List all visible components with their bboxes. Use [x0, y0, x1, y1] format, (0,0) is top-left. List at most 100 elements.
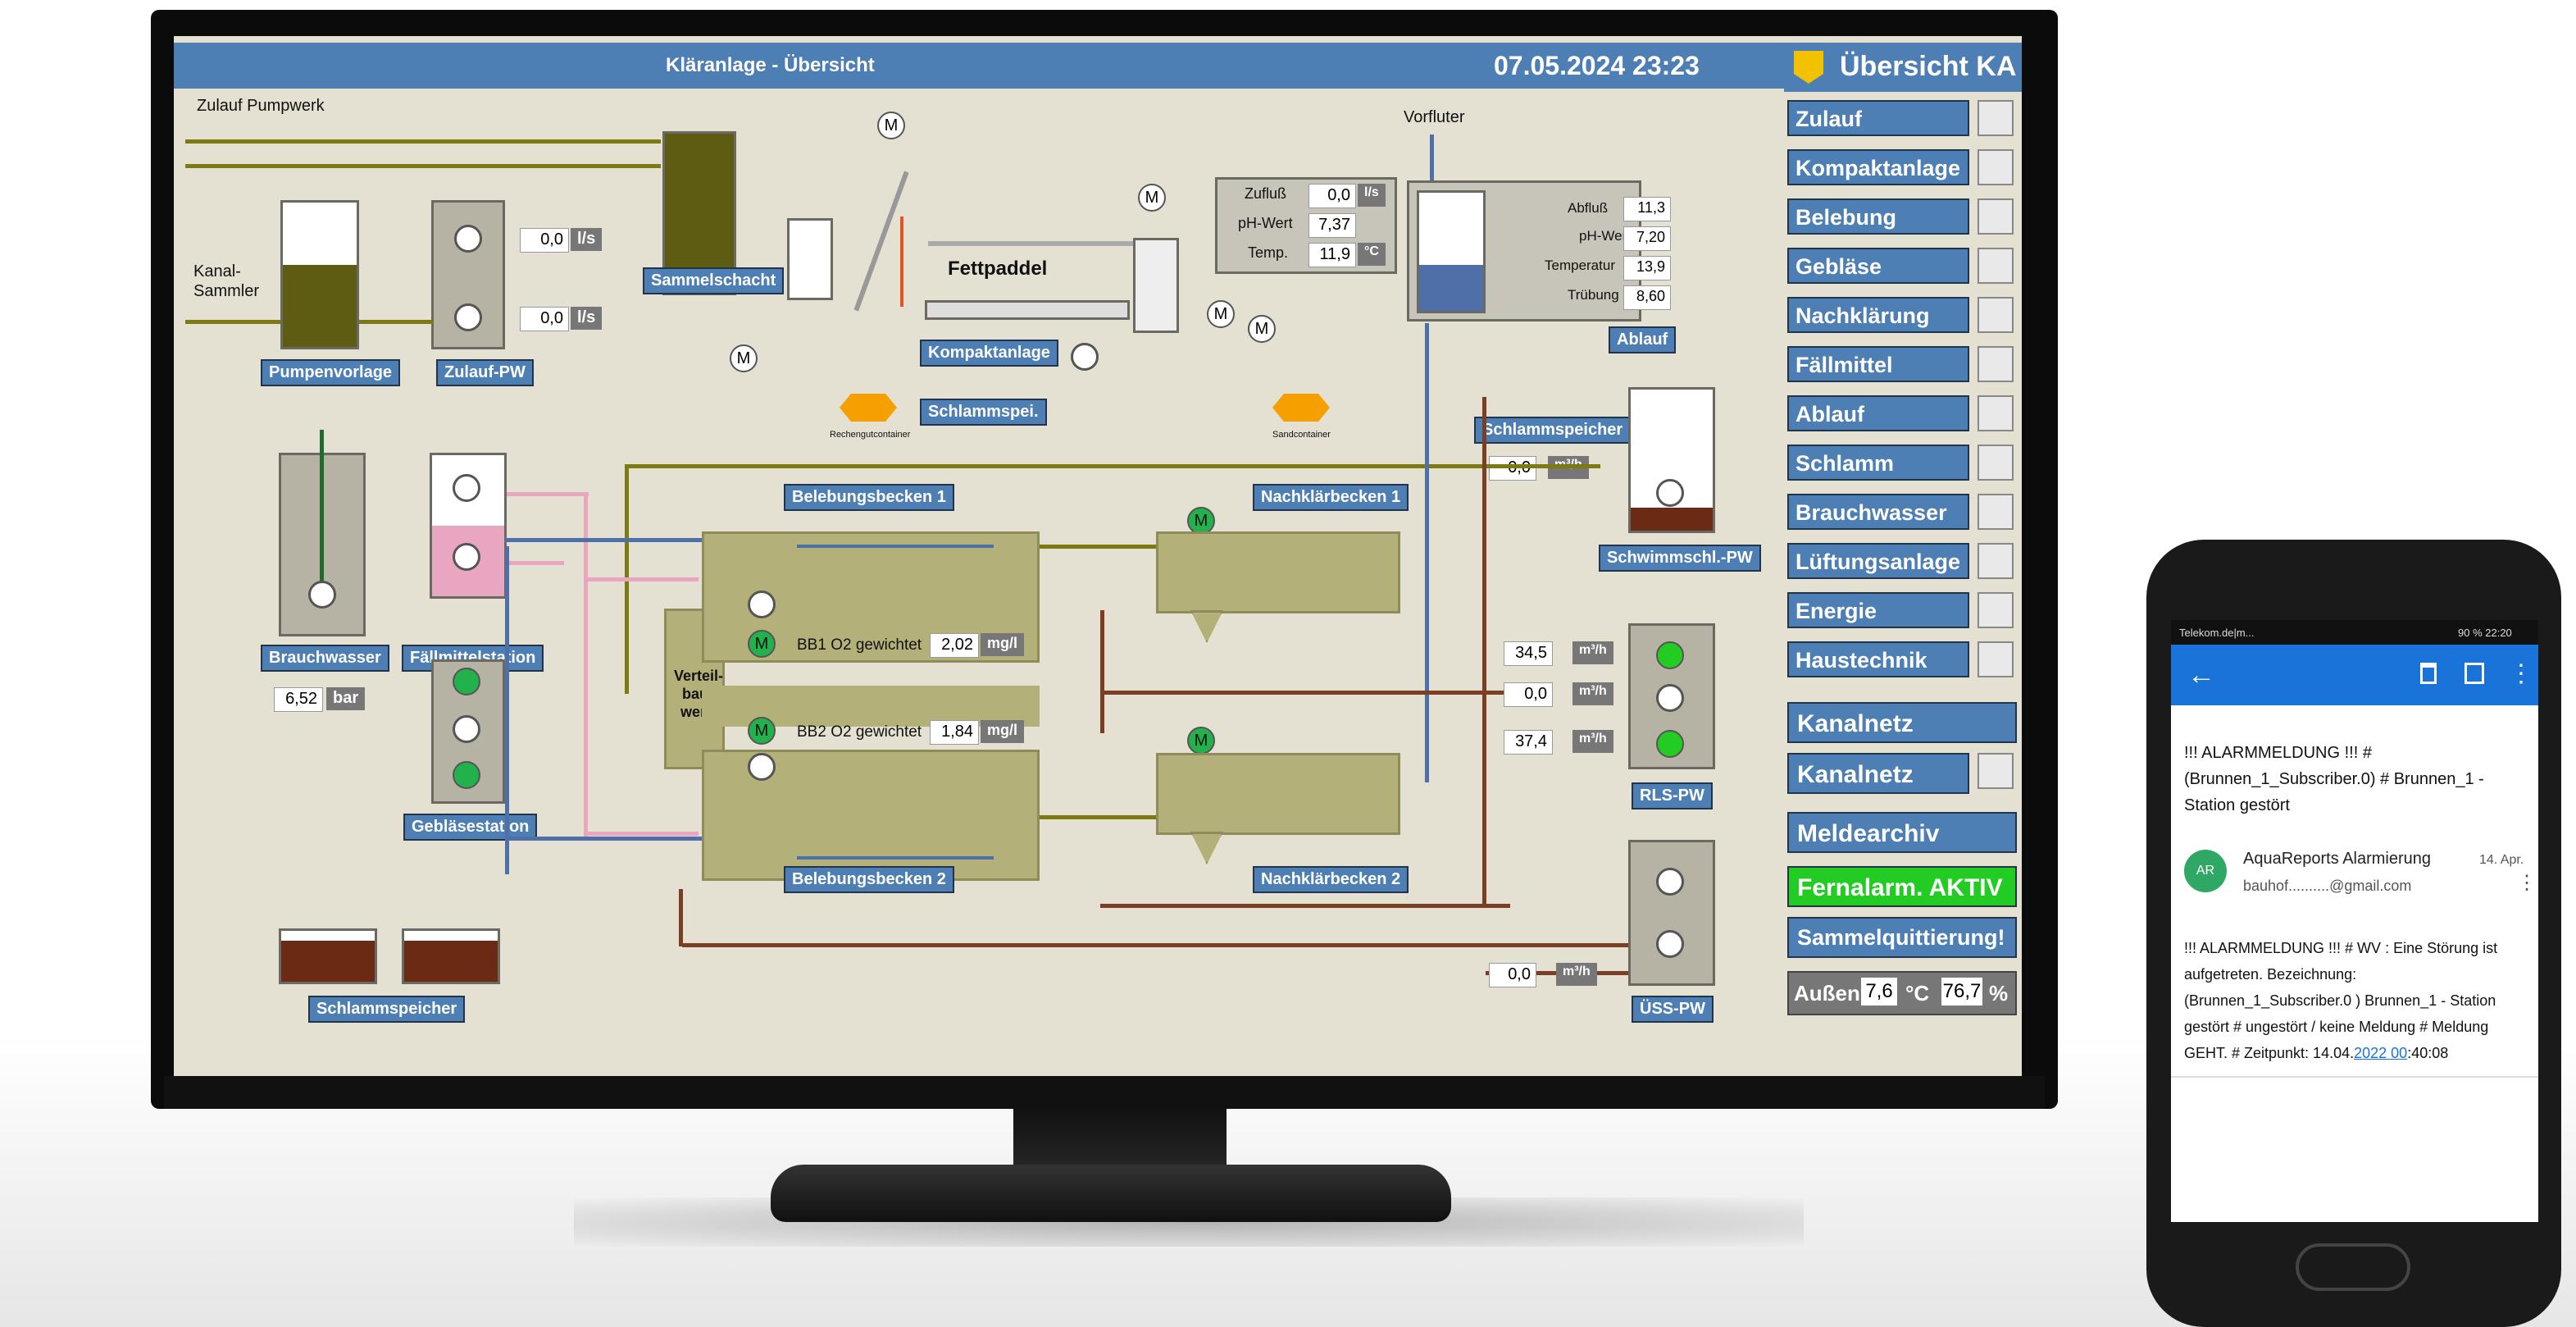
trend-icon-6[interactable] — [1978, 346, 2014, 382]
email-sender[interactable]: AquaReports Alarmierung — [2243, 850, 2432, 868]
menu-item-11[interactable]: Energie — [1787, 592, 1969, 628]
label-nk1[interactable]: Nachklärbecken 1 — [1253, 484, 1409, 511]
menu-item-12[interactable]: Haustechnik — [1787, 641, 1969, 677]
pipe-pink-vert — [584, 492, 588, 837]
label-bb1-o2: BB1 O2 gewichtet — [797, 636, 922, 654]
schlammspeicher-bottom-1[interactable] — [279, 928, 377, 984]
menu-item-8[interactable]: Schlamm — [1787, 445, 1969, 481]
label-schlammspeicher-bottom[interactable]: Schlammspeicher — [308, 996, 466, 1023]
trend-icon-2[interactable] — [1978, 149, 2014, 185]
nk2-motor[interactable]: M — [1187, 727, 1215, 755]
label-bb1[interactable]: Belebungsbecken 1 — [784, 484, 954, 511]
trend-icon-10[interactable] — [1978, 543, 2014, 579]
label-bb2[interactable]: Belebungsbecken 2 — [784, 866, 954, 893]
geblaese-2[interactable] — [453, 715, 480, 743]
menu-item-2[interactable]: Kompaktanlage — [1787, 149, 1969, 185]
label-ablauf[interactable]: Ablauf — [1609, 326, 1677, 353]
zulauf-pump-2[interactable] — [454, 303, 482, 331]
brauchwasser-pump[interactable] — [308, 581, 336, 609]
rls-pump-3[interactable] — [1656, 730, 1684, 758]
pipe-zulauf-2 — [185, 164, 661, 168]
pumpenvorlage-tank[interactable] — [280, 200, 359, 349]
menu-header: Übersicht KA — [1784, 43, 2022, 92]
aussen-temp: 7,6 — [1861, 978, 1897, 1006]
schlammspeicher-bottom-2[interactable] — [402, 928, 500, 984]
bb1-mixer[interactable] — [748, 591, 776, 618]
schlammspei-pump[interactable] — [1071, 343, 1099, 371]
geblaese-1[interactable] — [453, 668, 480, 695]
label-schlammspeicher-top[interactable]: Schlammspeicher — [1474, 417, 1632, 444]
trend-icon-5[interactable] — [1978, 297, 2014, 333]
more-vert-icon[interactable]: ⋮ — [2509, 660, 2533, 687]
sammelquittierung-button[interactable]: Sammelquittierung! — [1787, 917, 2017, 958]
monitor-foot — [771, 1165, 1451, 1222]
label-kompaktanlage[interactable]: Kompaktanlage — [920, 340, 1058, 367]
faellmittel-pump-2[interactable] — [453, 543, 480, 571]
back-arrow-icon[interactable]: ← — [2187, 659, 2215, 691]
label-uess-pw[interactable]: ÜSS-PW — [1632, 996, 1714, 1023]
kompakt-motor-2[interactable]: M — [1207, 300, 1235, 328]
uess-pump-2[interactable] — [1656, 930, 1684, 958]
menu-item-5[interactable]: Nachklärung — [1787, 297, 1969, 333]
menu-item-9[interactable]: Brauchwasser — [1787, 494, 1969, 530]
nachklaerbecken-1[interactable] — [1156, 531, 1400, 613]
zulauf-pump-1[interactable] — [454, 225, 482, 253]
trend-icon-1[interactable] — [1978, 100, 2014, 136]
label-pumpenvorlage[interactable]: Pumpenvorlage — [261, 359, 401, 386]
nachklaerbecken-2[interactable] — [1156, 753, 1400, 835]
schwimmschl-tank[interactable] — [1628, 387, 1715, 533]
trend-icon-8[interactable] — [1978, 445, 2014, 481]
menu-item-6[interactable]: Fällmittel — [1787, 346, 1969, 382]
kanalnetz-button-1[interactable]: Kanalnetz — [1787, 702, 2017, 743]
email-body-link[interactable]: 2022 00 — [2354, 1045, 2408, 1061]
rechengut-motor[interactable]: M — [730, 344, 758, 372]
archive-icon[interactable] — [2464, 663, 2484, 684]
kompakt-motor-1[interactable]: M — [1138, 184, 1166, 212]
pipe-blue-vertical — [1425, 323, 1429, 782]
trend-icon-7[interactable] — [1978, 395, 2014, 431]
label-schwimmschl-pw[interactable]: Schwimmschl.-PW — [1599, 545, 1761, 572]
rls-pump-1[interactable] — [1656, 641, 1684, 669]
pipe-brown-vertical — [1482, 397, 1486, 905]
nk1-motor[interactable]: M — [1187, 507, 1215, 535]
menu-item-3[interactable]: Belebung — [1787, 198, 1969, 235]
kanalnetz-button-2[interactable]: Kanalnetz — [1787, 753, 1969, 794]
label-rls-pw[interactable]: RLS-PW — [1632, 782, 1713, 809]
bb2-motor[interactable]: M — [748, 717, 776, 745]
label-nk2[interactable]: Nachklärbecken 2 — [1253, 866, 1409, 893]
trend-icon-3[interactable] — [1978, 198, 2014, 235]
kompakt-motor-3[interactable]: M — [1248, 315, 1276, 343]
label-sammelschacht[interactable]: Sammelschacht — [643, 267, 785, 294]
pipe-pink-top — [584, 577, 699, 581]
uess-pw-tank[interactable] — [1628, 840, 1715, 986]
menu-item-1[interactable]: Zulauf — [1787, 100, 1969, 136]
trend-icon-9[interactable] — [1978, 494, 2014, 530]
faellmittel-pump-1[interactable] — [453, 474, 480, 502]
fernalarm-button[interactable]: Fernalarm. AKTIV — [1787, 866, 2017, 907]
trend-icon-12[interactable] — [1978, 641, 2014, 677]
trend-icon-kanalnetz[interactable] — [1978, 753, 2014, 789]
trend-icon-11[interactable] — [1978, 592, 2014, 628]
schwimmschl-pump[interactable] — [1656, 479, 1684, 507]
label-zulauf-pw[interactable]: Zulauf-PW — [436, 359, 534, 386]
trend-icon-4[interactable] — [1978, 248, 2014, 284]
label-geblaesestation[interactable]: Gebläsestation — [403, 814, 538, 841]
uess-pump-1[interactable] — [1656, 868, 1684, 896]
menu-item-7[interactable]: Ablauf — [1787, 395, 1969, 431]
avatar: AR — [2184, 850, 2227, 892]
label-brauchwasser[interactable]: Brauchwasser — [261, 645, 389, 672]
phone-home-button[interactable] — [2296, 1243, 2410, 1291]
menu-item-10[interactable]: Lüftungsanlage — [1787, 543, 1969, 579]
trash-icon[interactable] — [2420, 663, 2437, 684]
geblaese-3[interactable] — [453, 761, 480, 789]
rechen-motor[interactable]: M — [877, 112, 905, 139]
rls-pump-2[interactable] — [1656, 684, 1684, 712]
menu-item-4[interactable]: Gebläse — [1787, 248, 1969, 284]
bb1-motor[interactable]: M — [748, 630, 776, 658]
bb2-mixer[interactable] — [748, 753, 776, 781]
status-carrier: Telekom.de|m... — [2179, 627, 2255, 639]
label-schlammspei[interactable]: Schlammspei. — [920, 399, 1047, 426]
meldearchiv-button[interactable]: Meldearchiv — [1787, 812, 2017, 853]
email-more-icon[interactable]: ⋮ — [2517, 872, 2537, 894]
pipe-air-bottom — [505, 837, 882, 841]
